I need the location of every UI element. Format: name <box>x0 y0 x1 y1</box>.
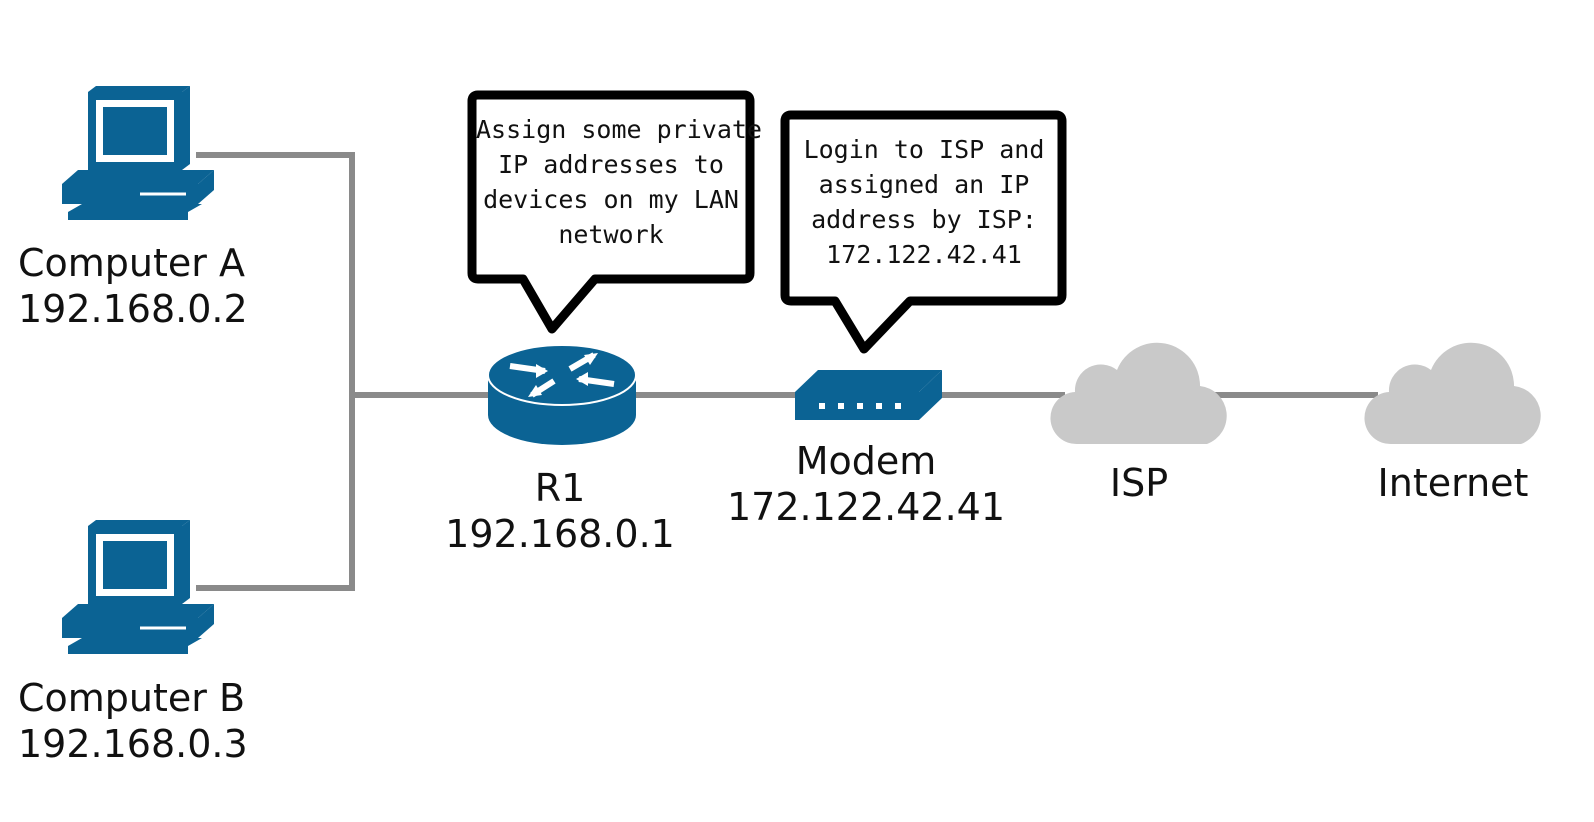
computer-b-label: Computer B 192.168.0.3 <box>18 675 248 767</box>
router-callout-line: devices on my LAN <box>483 185 739 214</box>
computer-b-ip: 192.168.0.3 <box>18 722 248 766</box>
modem-callout-line: 172.122.42.41 <box>826 240 1022 269</box>
modem-callout-line: address by ISP: <box>811 205 1037 234</box>
computer-a-name: Computer A <box>18 241 245 285</box>
modem-icon <box>795 370 942 420</box>
computer-b-name: Computer B <box>18 676 246 720</box>
computer-b-icon <box>62 520 214 654</box>
modem-name: Modem <box>795 439 937 483</box>
modem-callout-bubble <box>780 110 1067 354</box>
isp-label: ISP <box>1110 460 1168 506</box>
isp-cloud-icon <box>1050 342 1227 445</box>
router-callout-bubble <box>467 90 755 334</box>
modem-label: Modem 172.122.42.41 <box>727 438 1005 530</box>
internet-cloud-icon <box>1364 342 1541 445</box>
router-callout-text: Assign some private IP addresses to devi… <box>476 112 762 252</box>
router-name: R1 <box>534 466 586 510</box>
router-ip: 192.168.0.1 <box>445 512 675 556</box>
modem-callout-line: Login to ISP and <box>803 135 1045 164</box>
modem-ip: 172.122.42.41 <box>726 485 1006 529</box>
computer-a-label: Computer A 192.168.0.2 <box>18 240 248 332</box>
link-computer-b-to-bus <box>196 395 355 591</box>
router-label: R1 192.168.0.1 <box>445 465 675 557</box>
link-computer-a-to-bus <box>196 152 355 395</box>
isp-name: ISP <box>1109 461 1169 505</box>
links <box>196 152 1378 591</box>
router-callout-line: IP addresses to <box>498 150 724 179</box>
router-callout-line: network <box>558 220 664 249</box>
modem-callout-line: assigned an IP <box>818 170 1030 199</box>
internet-label: Internet <box>1378 460 1529 506</box>
router-callout-line: Assign some private <box>476 115 762 144</box>
modem-callout-text: Login to ISP and assigned an IP address … <box>790 132 1058 272</box>
computer-a-ip: 192.168.0.2 <box>18 287 248 331</box>
computer-a-icon <box>62 86 214 220</box>
router-icon <box>487 344 637 445</box>
internet-name: Internet <box>1377 461 1529 505</box>
